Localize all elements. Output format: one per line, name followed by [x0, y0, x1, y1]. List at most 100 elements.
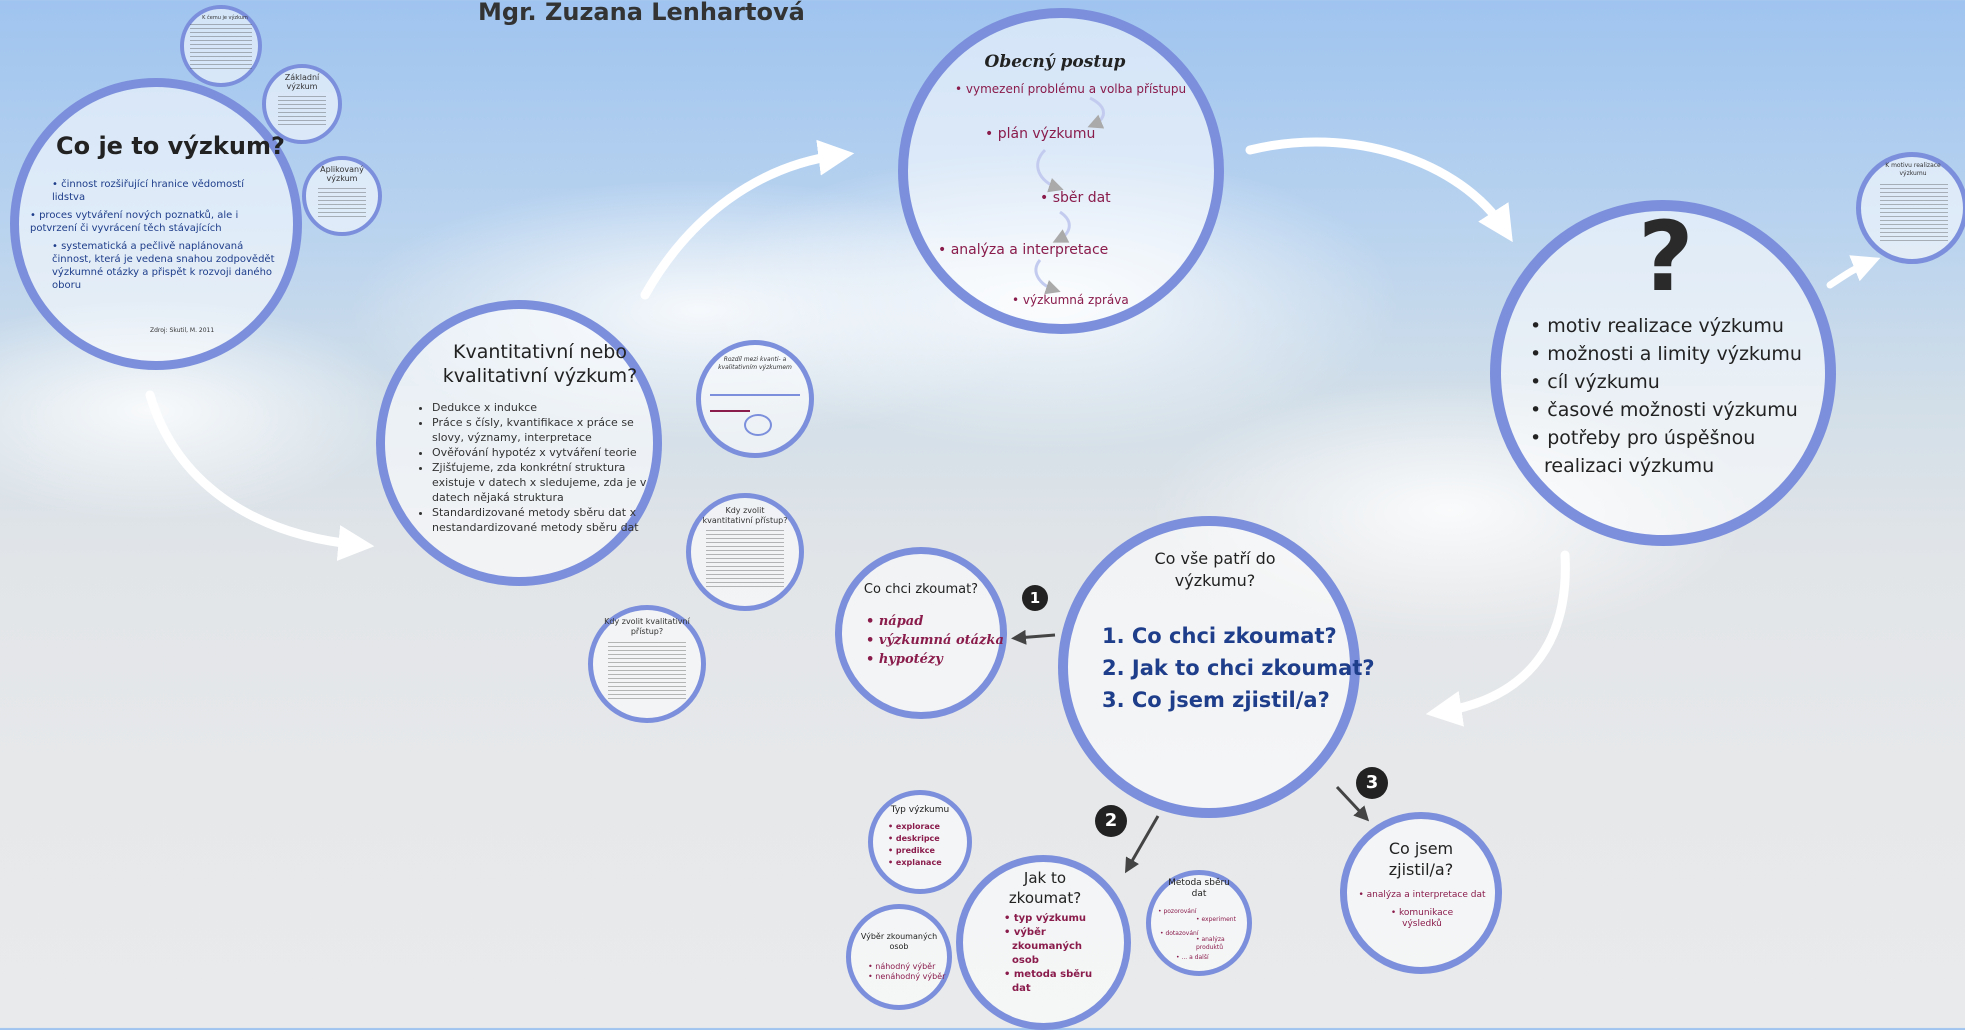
sat-kdy-kvali-text: [608, 642, 686, 700]
circle-co-jsem-zjistil[interactable]: [1340, 812, 1502, 974]
c6-item-3: • hypotézy: [866, 652, 943, 667]
sat-kdy-kvali[interactable]: [588, 605, 706, 723]
sat-aplikovany-label: Aplikovaný výzkum: [320, 165, 364, 183]
c2-item-3: Ověřování hypotéz x vytváření teorie: [432, 445, 652, 460]
typ-item-1: • explorace: [888, 822, 940, 831]
circle-co-chci-zkoumat[interactable]: [835, 547, 1007, 719]
arrow-c5-to-c8: [1335, 785, 1370, 822]
circle-obecny-postup[interactable]: [898, 8, 1224, 334]
metoda-item-2: • experiment: [1196, 916, 1236, 923]
sat-aplikovany-text: [318, 188, 366, 220]
sat-kdy-kvanti-label: Kdy zvolit kvantitativní přístup?: [702, 506, 788, 525]
metoda-item-5: • ... a další: [1176, 954, 1209, 961]
vyber-list: • náhodný výběr • nenáhodný výběr: [868, 962, 945, 982]
arrow-c3-to-c4: [1245, 137, 1513, 243]
arrow-c1-to-c2: [145, 390, 375, 561]
c3-step-2: • plán výzkumu: [985, 126, 1096, 142]
sat-k-cemu-label: K čemu je výzkum: [202, 15, 248, 21]
typ-item-4: • explanace: [888, 858, 942, 867]
sat-zakladni-label: Základní výzkum: [284, 73, 320, 91]
arrow-c5-to-c7: [1125, 815, 1160, 874]
arrow-c2-to-c3: [640, 139, 855, 300]
metoda-item-4: • analýza produktů: [1196, 936, 1225, 951]
typ-list: • explorace • deskripce • predikce • exp…: [888, 821, 942, 869]
sat-kdy-kvanti[interactable]: [686, 493, 804, 611]
typ-item-2: • deskripce: [888, 834, 940, 843]
c5-q2: 2. Jak to chci zkoumat?: [1102, 656, 1375, 680]
c1-source: Zdroj: Skutil, M. 2011: [150, 327, 215, 334]
sat-vyber-osob[interactable]: [846, 904, 952, 1010]
sat-zakladni-text: [278, 96, 326, 128]
c3-step-3: • sběr dat: [1040, 190, 1111, 206]
c2-title: Kvantitativní nebo kvalitativní výzkum?: [442, 341, 638, 387]
sat-rozdil-diagram: [710, 386, 800, 436]
circle-kvanti-kvali[interactable]: [376, 300, 662, 586]
c7-title: Jak to zkoumat?: [1008, 869, 1082, 907]
c3-step-4: • analýza a interpretace: [938, 242, 1109, 258]
metoda-item-3: • dotazování: [1160, 930, 1199, 937]
c2-item-4: Zjišťujeme, zda konkrétní struktura exis…: [432, 460, 652, 505]
c6-title: Co chci zkoumat?: [863, 582, 979, 597]
typ-title: Typ výzkumu: [890, 805, 950, 815]
badge-2: 2: [1095, 805, 1127, 837]
circle-co-je-to-vyzkum[interactable]: [10, 78, 302, 370]
sat-metoda-sberu[interactable]: [1146, 870, 1252, 976]
c8-title: Co jsem zjistil/a?: [1388, 839, 1454, 879]
c3-title: Obecný postup: [984, 52, 1126, 72]
c4-item-1: • motiv realizace výzkumu: [1530, 315, 1784, 337]
c7-item-3: • metoda sběru dat: [1004, 969, 1093, 994]
sat-k-motivu[interactable]: [1856, 152, 1965, 264]
c8-item-1: • analýza a interpretace dat: [1358, 890, 1486, 900]
sat-k-motivu-label: K motivu realizace výzkumu: [1885, 162, 1941, 177]
arrow-c4-to-c5: [1425, 550, 1570, 727]
c5-q3: 3. Co jsem zjistil/a?: [1102, 688, 1330, 712]
c6-item-2: • výzkumná otázka: [866, 633, 1004, 648]
circle-jak-to-zkoumat[interactable]: [956, 855, 1131, 1030]
c5-questions: 1. Co chci zkoumat? 2. Jak to chci zkoum…: [1102, 620, 1375, 716]
sat-rozdil[interactable]: [696, 340, 814, 458]
typ-item-3: • predikce: [888, 846, 935, 855]
sat-typ-vyzkumu[interactable]: [868, 790, 972, 894]
author-name: Mgr. Zuzana Lenhartová: [478, 0, 805, 26]
arrow-c5-to-c6: [1011, 629, 1056, 645]
c1-item-1: • činnost rozšiřující hranice vědomostí …: [52, 179, 244, 203]
sat-k-motivu-text: [1880, 184, 1948, 244]
vyber-item-2: • nenáhodný výběr: [868, 972, 946, 981]
vyber-title: Výběr zkoumaných osob: [860, 932, 938, 951]
metoda-title: Metoda sběru dat: [1168, 878, 1230, 899]
c4-list: • motiv realizace výzkumu • možnosti a l…: [1530, 312, 1820, 480]
c7-item-2: • výběr zkoumaných osob: [1004, 927, 1083, 966]
c4-item-3: • cíl výzkumu: [1530, 371, 1660, 393]
c1-list: • činnost rozšiřující hranice vědomostí …: [30, 178, 275, 292]
sat-aplikovany-vyzkum[interactable]: [302, 156, 382, 236]
c2-item-5: Standardizované metody sběru dat x nesta…: [432, 505, 652, 535]
c4-question-mark: ?: [1638, 201, 1694, 313]
c6-list: • nápad • výzkumná otázka • hypotézy: [866, 612, 1004, 669]
sat-k-cemu-je-vyzkum[interactable]: [180, 5, 262, 87]
circle-co-vse-patri[interactable]: [1058, 516, 1360, 818]
c7-list: • typ výzkumu • výběr zkoumaných osob • …: [1004, 912, 1104, 996]
circle-otaznik[interactable]: [1490, 200, 1836, 546]
c4-item-5: • potřeby pro úspěšnou realizaci výzkumu: [1530, 427, 1756, 477]
c4-item-4: • časové možnosti výzkumu: [1530, 399, 1798, 421]
sat-rozdil-label: Rozdíl mezi kvanti- a kvalitativním výzk…: [718, 356, 792, 371]
c7-item-1: • typ výzkumu: [1004, 913, 1086, 924]
sat-kdy-kvali-label: Kdy zvolit kvalitativní přístup?: [604, 617, 690, 636]
vyber-item-1: • náhodný výběr: [868, 962, 936, 971]
badge-3: 3: [1356, 767, 1388, 799]
c1-item-3: • systematická a pečlivě naplánovaná čin…: [52, 241, 275, 291]
c2-item-1: Dedukce x indukce: [432, 400, 652, 415]
c6-item-1: • nápad: [866, 614, 924, 629]
c3-step-5: • výzkumná zpráva: [1012, 293, 1129, 307]
c8-item-2: • komunikace výsledků: [1390, 908, 1454, 929]
c4-item-2: • možnosti a limity výzkumu: [1530, 343, 1802, 365]
sat-k-cemu-text: [190, 24, 252, 69]
metoda-item-1: • pozorování: [1158, 908, 1197, 915]
arrow-c4-to-sat: [1826, 255, 1881, 289]
c1-title: Co je to výzkum?: [56, 132, 285, 160]
c2-list: Dedukce x indukce Práce s čísly, kvantif…: [418, 400, 652, 535]
c5-title: Co vše patří do výzkumu?: [1154, 549, 1276, 590]
c5-q1: 1. Co chci zkoumat?: [1102, 624, 1337, 648]
sat-zakladni-vyzkum[interactable]: [262, 64, 342, 144]
c3-step-1: • vymezení problému a volba přístupu: [955, 82, 1187, 96]
